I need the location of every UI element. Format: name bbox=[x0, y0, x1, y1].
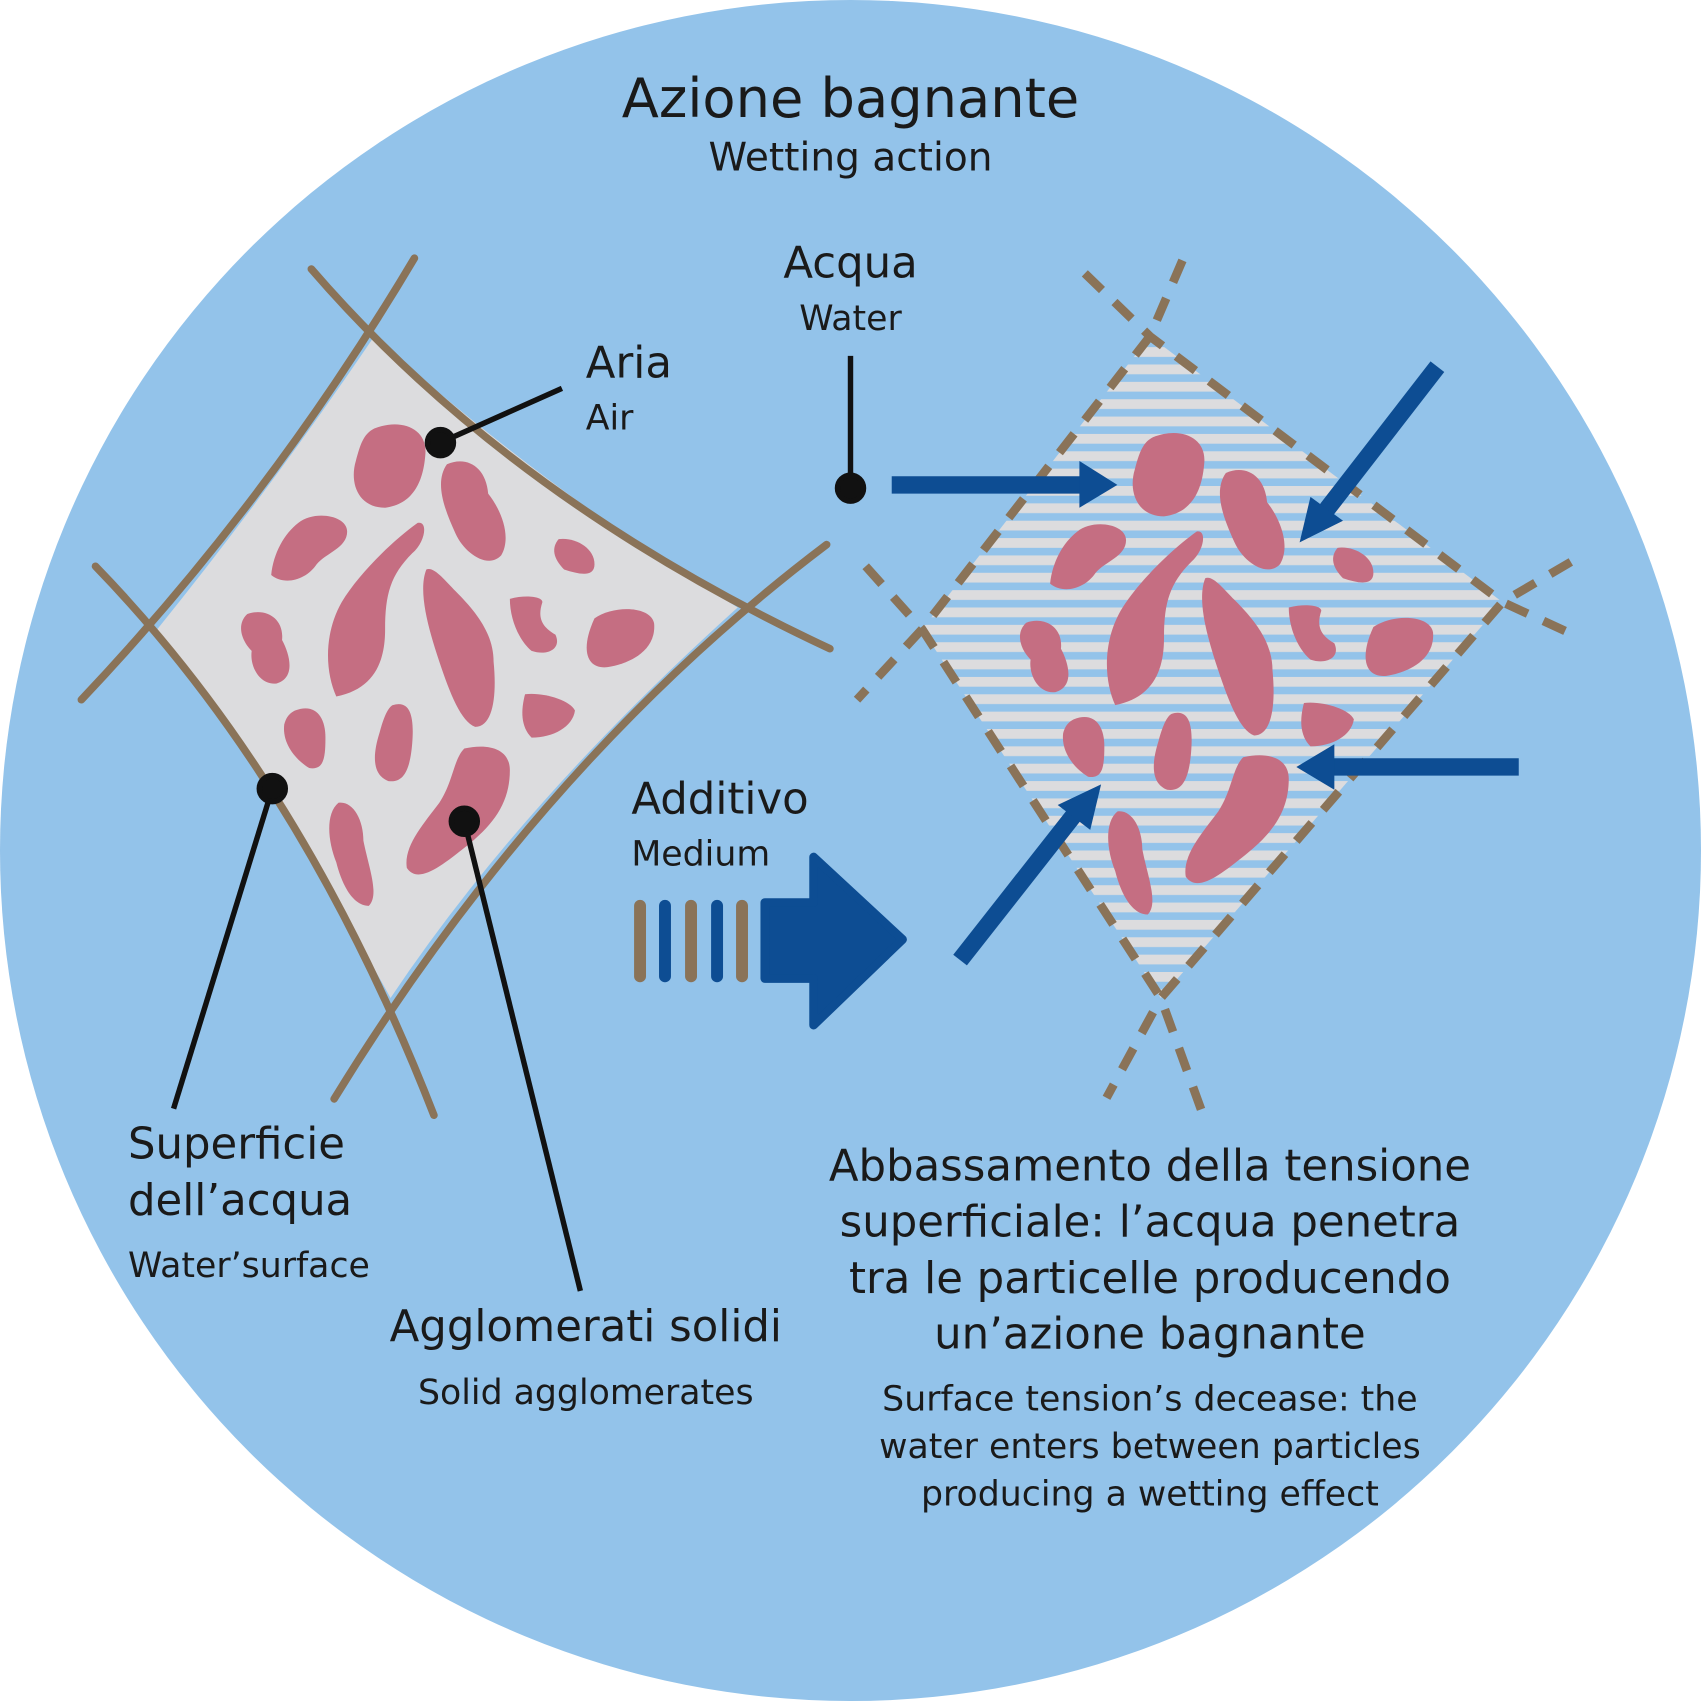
result-description: Abbassamento della tensione superficiale… bbox=[829, 1141, 1471, 1514]
surface-label-2: dell’acqua bbox=[128, 1176, 352, 1226]
svg-text:tra le particelle producendo: tra le particelle producendo bbox=[849, 1254, 1451, 1304]
additive-arrow-icon bbox=[634, 852, 907, 1030]
svg-text:Abbassamento della tensione: Abbassamento della tensione bbox=[829, 1141, 1471, 1191]
svg-text:producing a wetting effect: producing a wetting effect bbox=[921, 1475, 1379, 1515]
air-label: Aria bbox=[586, 339, 672, 389]
after-panel bbox=[853, 258, 1575, 1114]
additive-label-en: Medium bbox=[631, 835, 770, 875]
water-label: Acqua bbox=[783, 239, 917, 289]
svg-text:water enters between particles: water enters between particles bbox=[879, 1427, 1421, 1467]
leader-lines bbox=[170, 355, 867, 1292]
water-label-en: Water bbox=[799, 299, 902, 339]
svg-text:un’azione bagnante: un’azione bagnante bbox=[934, 1309, 1366, 1359]
air-label-en: Air bbox=[586, 399, 634, 439]
before-panel bbox=[77, 254, 834, 1119]
arrow-icon bbox=[891, 361, 1519, 966]
subtitle: Wetting action bbox=[709, 135, 993, 180]
surface-label-en: Water’surface bbox=[128, 1246, 370, 1286]
additive-label: Additivo bbox=[631, 775, 808, 825]
water-surface-lines bbox=[77, 254, 834, 1119]
agglomerates-label: Agglomerati solidi bbox=[390, 1302, 782, 1352]
svg-text:superficiale: l’acqua penetra: superficiale: l’acqua penetra bbox=[840, 1198, 1461, 1248]
title: Azione bagnante bbox=[622, 67, 1080, 130]
surface-label-1: Superficie bbox=[128, 1120, 345, 1170]
agglomerates-label-en: Solid agglomerates bbox=[418, 1373, 754, 1413]
svg-text:Surface tension’s decease: the: Surface tension’s decease: the bbox=[882, 1379, 1417, 1419]
